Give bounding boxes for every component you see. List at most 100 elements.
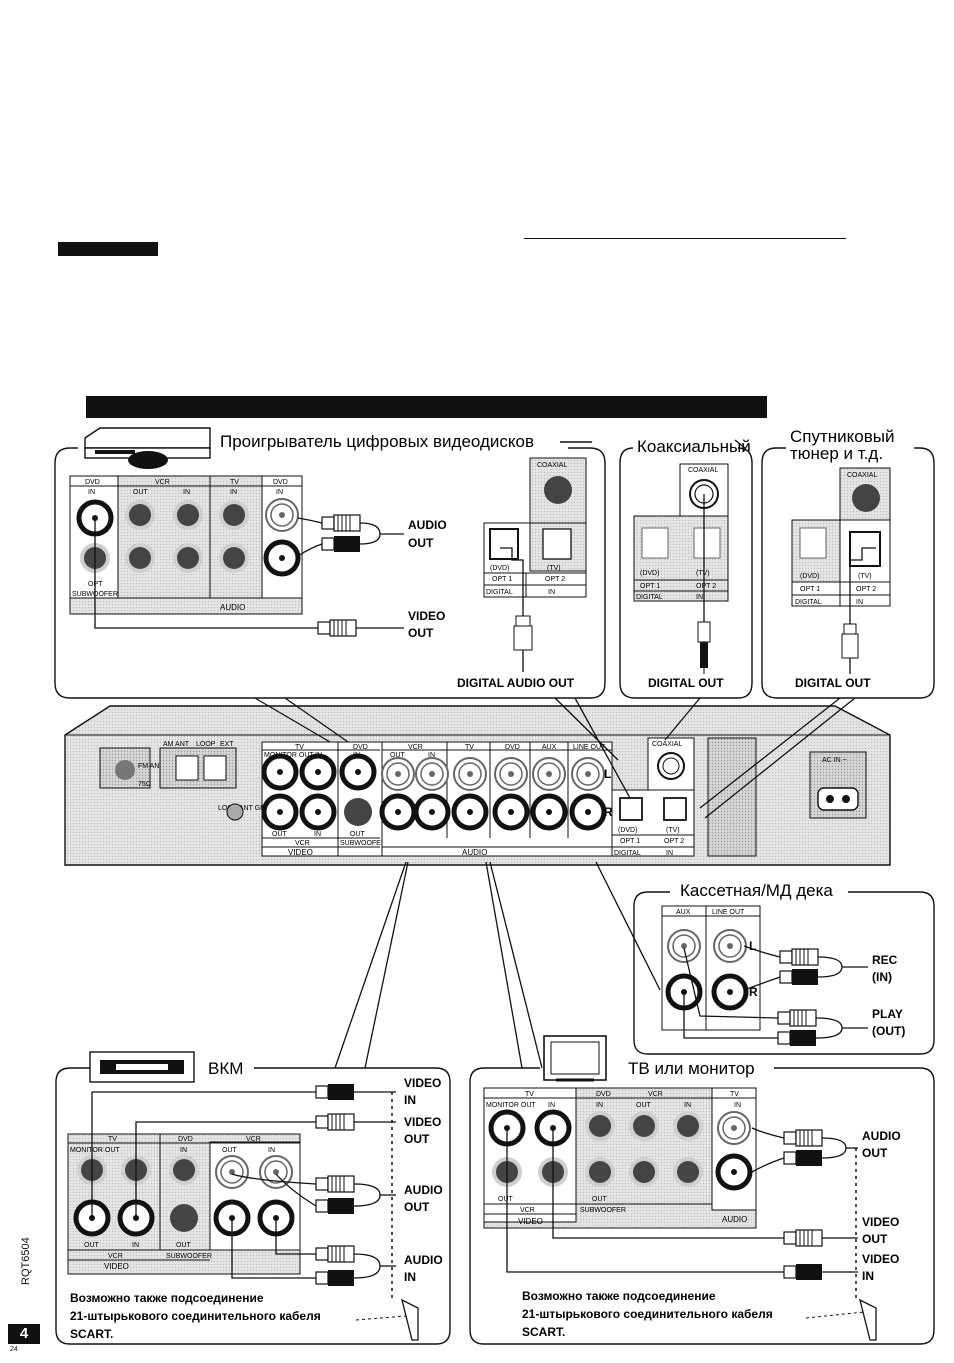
tv-video-out-1: VIDEO: [862, 1215, 899, 1229]
main-audio-vcr-out-label: OUT: [390, 752, 406, 759]
main-audio-vcr-in-label: IN: [428, 752, 435, 759]
loop-label: LOOP: [196, 741, 216, 748]
tv-panel-video: VIDEO: [518, 1217, 543, 1226]
vcr-panel-dvd-in: IN: [180, 1147, 187, 1154]
play-label: PLAY: [872, 1007, 903, 1021]
panel-tv-label: TV: [230, 479, 239, 486]
main-dvd-paren: (DVD): [618, 827, 637, 834]
tv-panel-monitor-out: MONITOR OUT: [486, 1102, 536, 1109]
vcr-panel-vcr-out: OUT: [222, 1147, 238, 1154]
main-aux-label: AUX: [542, 744, 557, 751]
dvd-video-out-label-1: VIDEO: [408, 609, 445, 623]
cassette-aux-label: AUX: [676, 909, 691, 916]
coax-dvd-paren: (DVD): [640, 570, 659, 577]
dvd-digital: DIGITAL: [486, 589, 513, 596]
main-l-label: L: [604, 767, 611, 781]
main-vcr-label: VCR: [295, 840, 310, 847]
main-audio-label: AUDIO: [462, 848, 487, 857]
tv-panel-vcr-in: IN: [684, 1102, 691, 1109]
vcr-panel-video: VIDEO: [104, 1262, 129, 1271]
main-audio-dvd-label: DVD: [505, 744, 520, 751]
main-dvd-label: DVD: [353, 744, 368, 751]
cassette-l-label: L: [749, 939, 756, 953]
panel-dvd2-in-label: IN: [276, 489, 283, 496]
tv-note-2: 21-штырькового соединительного кабеля: [522, 1307, 773, 1321]
tv-video-out-2: OUT: [862, 1232, 888, 1246]
vcr-panel-sub-out: OUT: [176, 1242, 192, 1249]
coax-digital: DIGITAL: [636, 594, 663, 601]
dvd-video-out-label-2: OUT: [408, 626, 434, 640]
vcr-note-3: SCART.: [70, 1327, 113, 1341]
vcr-panel-monitor-out: MONITOR OUT: [70, 1147, 120, 1154]
panel-vcr-label: VCR: [155, 479, 170, 486]
tv-video-in-1: VIDEO: [862, 1252, 899, 1266]
dvd-in-r-jack: [266, 542, 298, 574]
dvd-audio-out-label-1: AUDIO: [408, 518, 447, 532]
dvd-player-title: Проигрыватель цифровых видеодисков: [220, 432, 534, 451]
vcr-note-2: 21-штырькового соединительного кабеля: [70, 1309, 321, 1323]
tv-panel-dvd: DVD: [596, 1091, 611, 1098]
tv-panel-out: OUT: [498, 1196, 514, 1203]
panel-dvd-in-label: IN: [88, 489, 95, 496]
coax-digital-out-label: DIGITAL OUT: [648, 676, 724, 690]
dvd-coaxial-label: COAXIAL: [537, 462, 567, 469]
dvd-in-l-jack: [265, 498, 299, 532]
section-heading-bar: [86, 396, 767, 418]
coaxial-group: Коаксиальный COAXIAL (DVD) (TV) OPT 1 OP…: [619, 437, 753, 699]
main-tv-paren: (TV): [666, 827, 680, 834]
panel-tv-in-label: IN: [230, 489, 237, 496]
tv-panel-vcr-lower: VCR: [520, 1207, 535, 1214]
dvd-opt2: OPT 2: [545, 576, 565, 583]
main-opt1: OPT 1: [620, 838, 640, 845]
main-audio-tv-label: TV: [465, 744, 474, 751]
main-subwoofer-label: SUBWOOFER: [340, 840, 386, 847]
coax-opt1: OPT 1: [640, 583, 660, 590]
main-coaxial-label: COAXIAL: [652, 741, 682, 748]
sat-in: IN: [856, 599, 863, 606]
am-ant-label: AM ANT: [163, 741, 190, 748]
tv-panel-tv: TV: [525, 1091, 534, 1098]
coaxial-title: Коаксиальный: [637, 437, 751, 456]
tv-panel-audio: AUDIO: [722, 1215, 747, 1224]
vcr-panel-tv: TV: [108, 1136, 117, 1143]
vcr-audio-out-1: AUDIO: [404, 1183, 443, 1197]
tv-audio-out-1: AUDIO: [862, 1129, 901, 1143]
cassette-r-label: R: [749, 985, 758, 999]
header-redaction-bar: [58, 242, 158, 256]
vcr-panel-out: OUT: [84, 1242, 100, 1249]
tv-panel-tv2-in: IN: [734, 1102, 741, 1109]
loop-ant-gnd-label: LOOP ANT GND: [218, 805, 270, 812]
tv-panel-vcr: VCR: [648, 1091, 663, 1098]
panel-dvd-label: DVD: [85, 479, 100, 486]
sat-digital-out-label: DIGITAL OUT: [795, 676, 871, 690]
page-number: 4: [19, 1325, 29, 1342]
tv-panel-subwoofer: SUBWOOFER: [580, 1207, 626, 1214]
vcr-panel-in: IN: [132, 1242, 139, 1249]
sat-opt1: OPT 1: [800, 586, 820, 593]
vcr-video-out-1: VIDEO: [404, 1115, 441, 1129]
cassette-line-out-label: LINE OUT: [712, 909, 745, 916]
ac-in-label: AC IN ~: [822, 757, 847, 764]
vcr-video-out-2: OUT: [404, 1132, 430, 1146]
tv-panel-sub-out: OUT: [592, 1196, 608, 1203]
tv-video-in-2: IN: [862, 1269, 874, 1283]
tv-audio-out-2: OUT: [862, 1146, 888, 1160]
rec-in-label: (IN): [872, 970, 892, 984]
sat-digital: DIGITAL: [795, 599, 822, 606]
vcr-group: ВКМ TV DVD VCR MONITOR OUT IN OUT IN OUT…: [55, 861, 451, 1345]
panel-audio-label: AUDIO: [220, 603, 245, 612]
tv-panel-tv-in: IN: [548, 1102, 555, 1109]
fm-ant-label: FM ANT: [138, 763, 164, 770]
panel-vcr-out-label: OUT: [133, 489, 149, 496]
main-line-out-label: LINE OUT: [573, 744, 606, 751]
page-number-box: [8, 1324, 40, 1344]
vcr-panel-vcr: VCR: [246, 1136, 261, 1143]
main-monitor-out-label: MONITOR OUT: [264, 752, 314, 759]
main-rear-panel: FM ANT 75Ω AM ANT LOOP EXT LOOP ANT GND …: [64, 697, 891, 866]
main-vcr-out-label: OUT: [272, 831, 288, 838]
cassette-title: Кассетная/МД дека: [680, 881, 833, 900]
main-audio-vcr-label: VCR: [408, 744, 423, 751]
dvd-digital-audio-out-label: DIGITAL AUDIO OUT: [457, 676, 575, 690]
sat-tv-paren: (TV): [858, 573, 872, 580]
rec-label: REC: [872, 953, 898, 967]
